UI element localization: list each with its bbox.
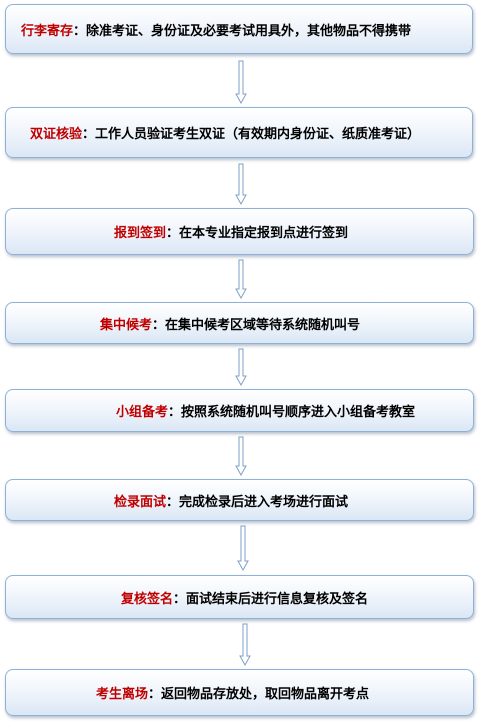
down-arrow-icon [239,623,251,666]
step-3-colon: ： [166,226,180,241]
step-5-box: 小组备考：按照系统随机叫号顺序进入小组备考教室 [5,389,474,432]
step-7-box: 复核签名：面试结束后进行信息复核及签名 [5,575,474,619]
down-arrow-icon [235,436,247,476]
step-1-colon: ： [73,23,87,39]
step-7-description: 面试结束后进行信息复核及签名 [186,591,369,607]
down-arrow-icon [237,525,249,571]
step-1-description: 除准考证、身份证及必要考试用具外，其他物品不得携带 [86,23,412,39]
step-7-colon: ： [173,591,187,607]
step-3-title: 报到签到 [114,226,167,241]
step-4-box: 集中候考：在集中候考区域等待系统随机叫号 [5,302,474,344]
step-8-colon: ： [148,687,162,702]
step-1-title: 行李寄存 [21,23,74,39]
step-5-title: 小组备考 [116,405,169,420]
step-4-title: 集中候考 [100,317,153,333]
step-8-box: 考生离场：返回物品存放处，取回物品离开考点 [5,669,474,716]
step-7-title: 复核签名 [121,591,174,607]
step-2-box: 双证核验：工作人员验证考生双证（有效期内身份证、纸质准考证） [5,107,473,158]
step-6-box: 检录面试：完成检录后进入考场进行面试 [5,479,474,521]
step-5-colon: ： [168,405,182,420]
step-6-title: 检录面试 [114,494,167,510]
step-1-box: 行李寄存：除准考证、身份证及必要考试用具外，其他物品不得携带 [5,4,473,54]
step-4-description: 在集中候考区域等待系统随机叫号 [165,317,361,333]
down-arrow-icon [235,163,247,205]
step-5-description: 按照系统随机叫号顺序进入小组备考教室 [181,405,416,420]
step-8-title: 考生离场 [96,687,149,702]
step-6-colon: ： [166,494,180,510]
step-3-description: 在本专业指定报到点进行签到 [179,226,349,241]
down-arrow-icon [235,259,247,299]
step-3-box: 报到签到：在本专业指定报到点进行签到 [5,208,474,255]
step-8-description: 返回物品存放处，取回物品离开考点 [161,687,370,702]
step-2-colon: ： [82,127,96,142]
down-arrow-icon [235,60,247,104]
step-2-title: 双证核验 [30,127,83,142]
step-6-description: 完成检录后进入考场进行面试 [179,494,349,510]
down-arrow-icon [235,348,247,386]
step-2-description: 工作人员验证考生双证（有效期内身份证、纸质准考证） [95,127,421,142]
step-4-colon: ： [152,317,166,333]
